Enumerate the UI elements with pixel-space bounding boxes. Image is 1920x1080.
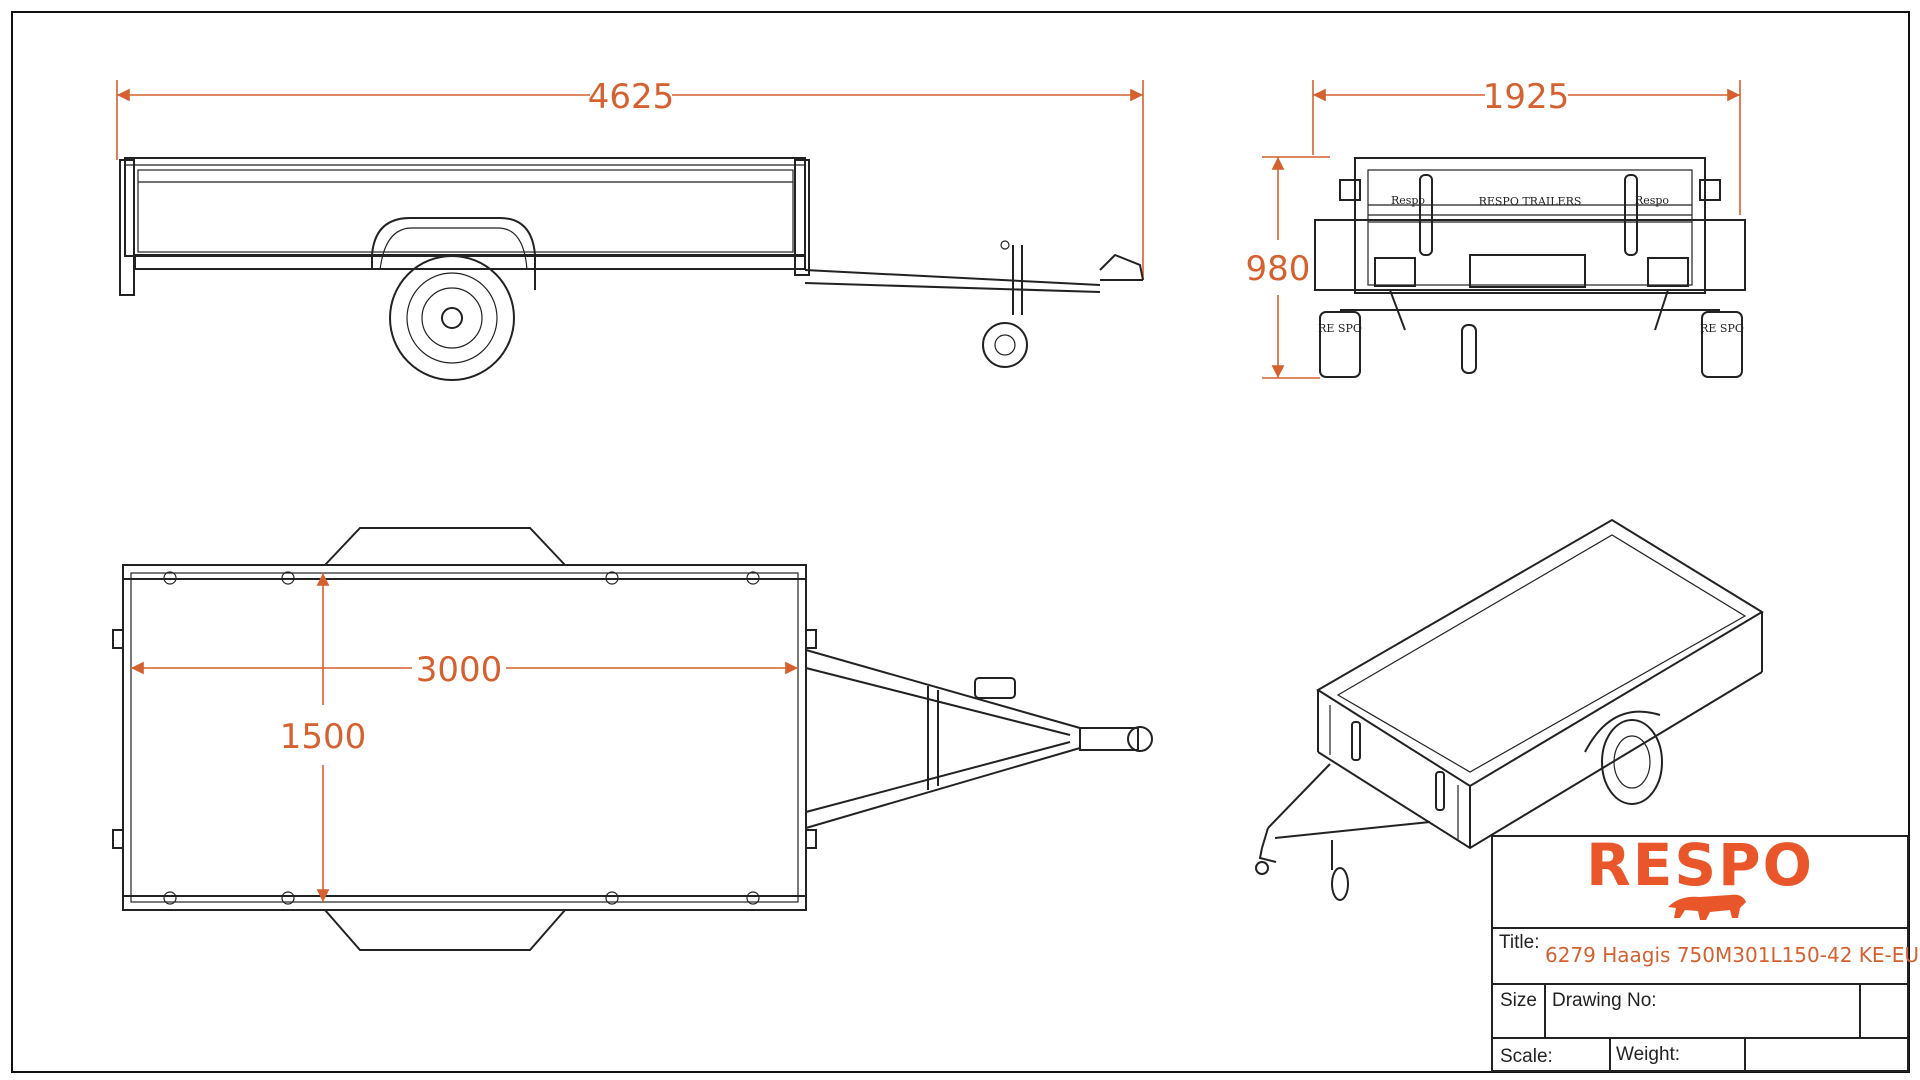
scale-label: Scale: (1500, 1046, 1553, 1067)
bull-emblem-icon (1668, 894, 1746, 920)
overall-width-label: 1925 (1483, 77, 1570, 117)
rear-view: 1925 980 Respo RESPO TRAILERS Respo (1246, 77, 1746, 379)
side-view: 4625 (116, 77, 1144, 381)
bed-length-label: 3000 (416, 650, 503, 690)
sheet-border (11, 11, 1910, 1073)
isometric-view (1255, 518, 1764, 901)
rear-label-right: Respo (1635, 194, 1669, 207)
overall-height-label: 980 (1246, 249, 1311, 289)
mudflap-label-left: RE SPO (1318, 322, 1362, 335)
mudflap-label-right: RE SPO (1700, 322, 1744, 335)
size-label: Size (1500, 990, 1537, 1011)
rear-label-left: Respo (1391, 194, 1425, 207)
weight-label: Weight: (1616, 1044, 1680, 1065)
title-value: 6279 Haagis 750M301L150-42 KE-EU1. (1545, 943, 1920, 967)
rear-label-center: RESPO TRAILERS (1479, 195, 1582, 208)
title-label: Title: (1499, 932, 1539, 953)
drawing-no-label: Drawing No: (1552, 990, 1657, 1011)
overall-length-label: 4625 (588, 77, 675, 117)
brand-logo: RESPO (1586, 831, 1814, 899)
bed-width-label: 1500 (280, 717, 367, 757)
title-block: RESPO Title: 6279 Haagis 750M301L150-42 … (1491, 831, 1920, 1072)
top-view: 3000 1500 (112, 527, 1153, 951)
